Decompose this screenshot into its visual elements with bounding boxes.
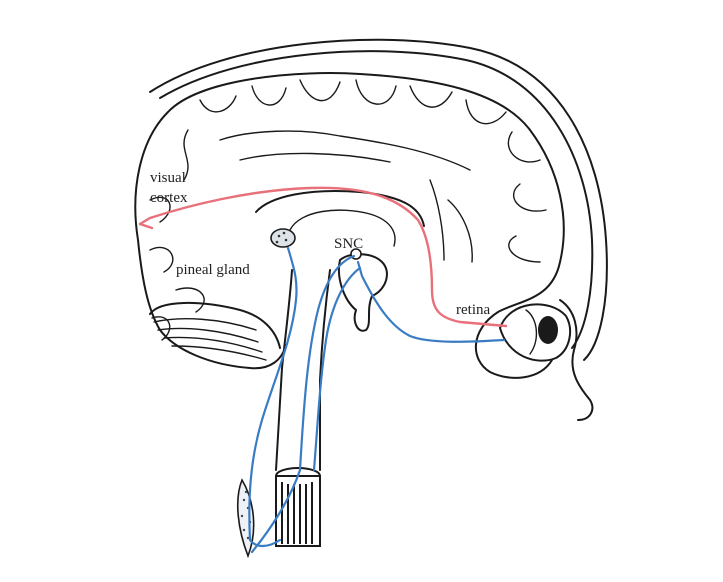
pineal-gland (270, 228, 296, 248)
face-profile (559, 299, 594, 421)
label-cortex: cortex (150, 190, 188, 206)
visual-pathway (138, 186, 508, 328)
spinal-cord-segment (275, 467, 321, 547)
circadian-pathway (248, 246, 506, 554)
label-visual: visual (150, 170, 186, 186)
label-snc: SNC (334, 236, 363, 252)
visual-pathway-fork (138, 222, 154, 230)
hypothalamus (338, 253, 388, 332)
label-retina: retina (456, 302, 490, 318)
skull-inner-outline (159, 50, 594, 349)
skull-outline (149, 38, 608, 361)
inner-arc (289, 209, 396, 247)
label-pineal-gland: pineal gland (176, 262, 250, 278)
brain-outline (134, 72, 565, 379)
corpus-callosum (255, 189, 425, 227)
brainstem (275, 269, 293, 471)
cortex-folds (149, 79, 547, 313)
cerebellum (149, 302, 281, 361)
eye (499, 303, 572, 362)
